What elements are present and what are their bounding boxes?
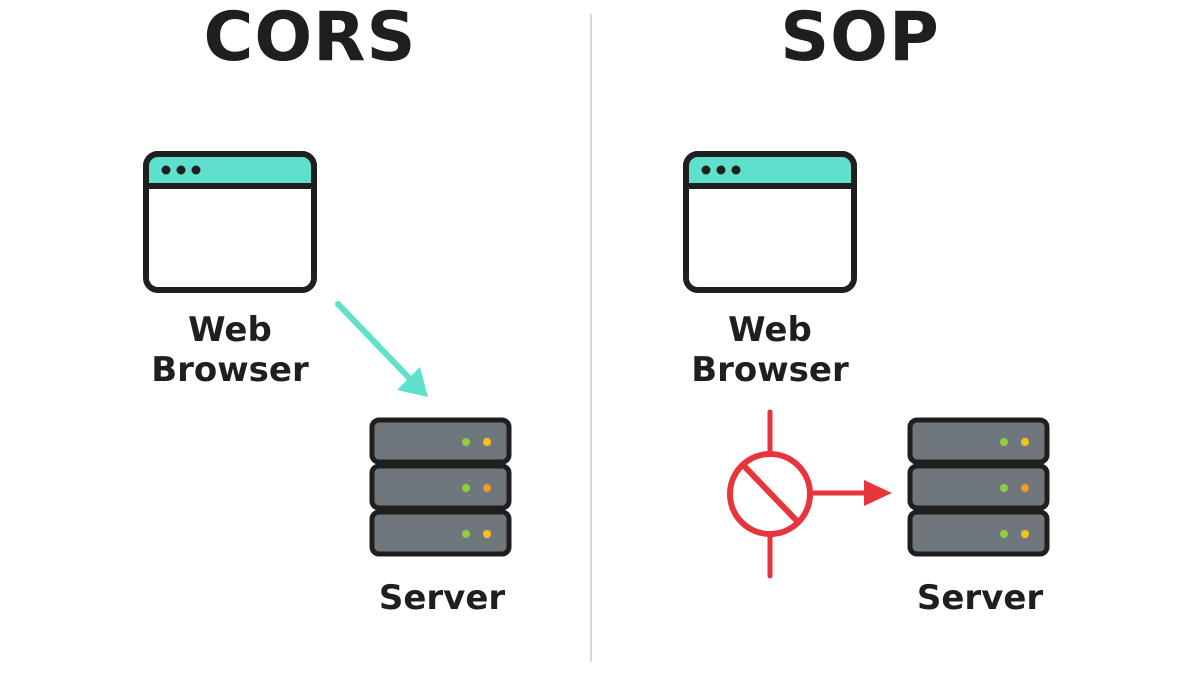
sop-title: SOP xyxy=(780,0,940,77)
sop-request-arrow-icon xyxy=(809,480,892,506)
cors-browser-label-line1: Web xyxy=(188,310,272,350)
sop-server-label: Server xyxy=(916,578,1044,618)
sop-blocked-icon xyxy=(727,409,813,579)
cors-request-arrow-icon xyxy=(335,301,428,397)
cors-server-label: Server xyxy=(378,578,506,618)
cors-browser-icon xyxy=(143,151,317,293)
sop-browser-label-line1: Web xyxy=(728,310,812,350)
cors-server-icon xyxy=(369,417,512,557)
sop-browser-label-line2: Browser xyxy=(691,350,849,390)
sop-browser-label: Web Browser xyxy=(670,310,870,390)
sop-server-icon xyxy=(907,417,1050,557)
cors-browser-label: Web Browser xyxy=(130,310,330,390)
cors-title: CORS xyxy=(203,0,417,77)
cors-browser-label-line2: Browser xyxy=(151,350,309,390)
panel-divider xyxy=(590,14,592,662)
sop-browser-icon xyxy=(683,151,857,293)
